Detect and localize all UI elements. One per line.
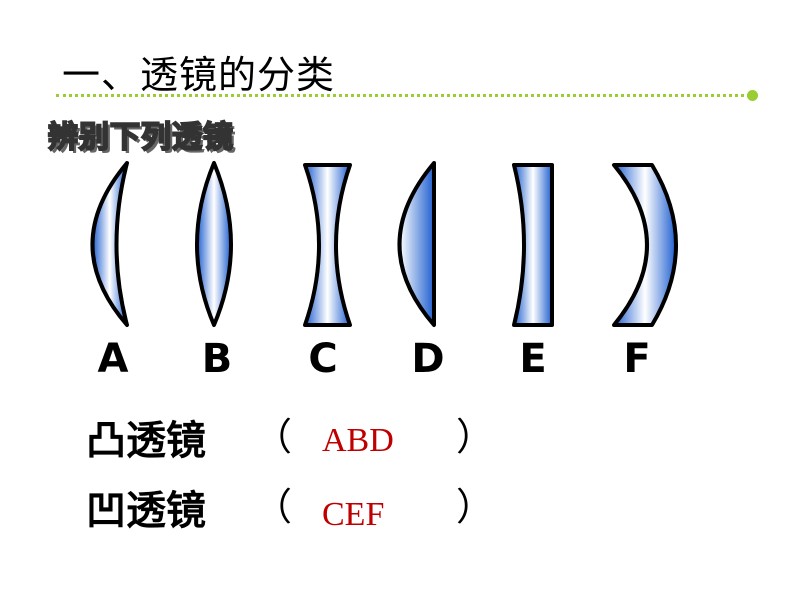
- close-paren: ）: [456, 415, 495, 459]
- open-paren: （: [254, 415, 293, 459]
- lens-f: [612, 163, 678, 327]
- answer-text: CEF: [322, 496, 385, 533]
- title-divider: [56, 94, 750, 97]
- subtitle: 辨别下列透镜: [47, 119, 234, 156]
- lens-label-d: D: [411, 336, 445, 382]
- lens-a: [90, 161, 129, 327]
- divider-end-dot: [747, 90, 758, 101]
- lens-label-b: B: [201, 336, 233, 382]
- close-paren: ）: [456, 485, 495, 529]
- lens-label-a: A: [97, 336, 129, 382]
- category-label: 凹透镜: [86, 487, 206, 534]
- lens-c: [303, 163, 352, 327]
- open-paren: （: [254, 485, 293, 529]
- category-label: 凸透镜: [86, 417, 206, 464]
- lens-label-f: F: [623, 336, 651, 382]
- lens-e: [512, 163, 554, 327]
- page-title: 一、透镜的分类: [62, 53, 336, 97]
- lens-b: [195, 161, 233, 327]
- lens-label-e: E: [519, 336, 547, 382]
- lens-d: [397, 161, 436, 327]
- lens-label-c: C: [308, 336, 338, 382]
- answer-text: ABD: [322, 422, 394, 459]
